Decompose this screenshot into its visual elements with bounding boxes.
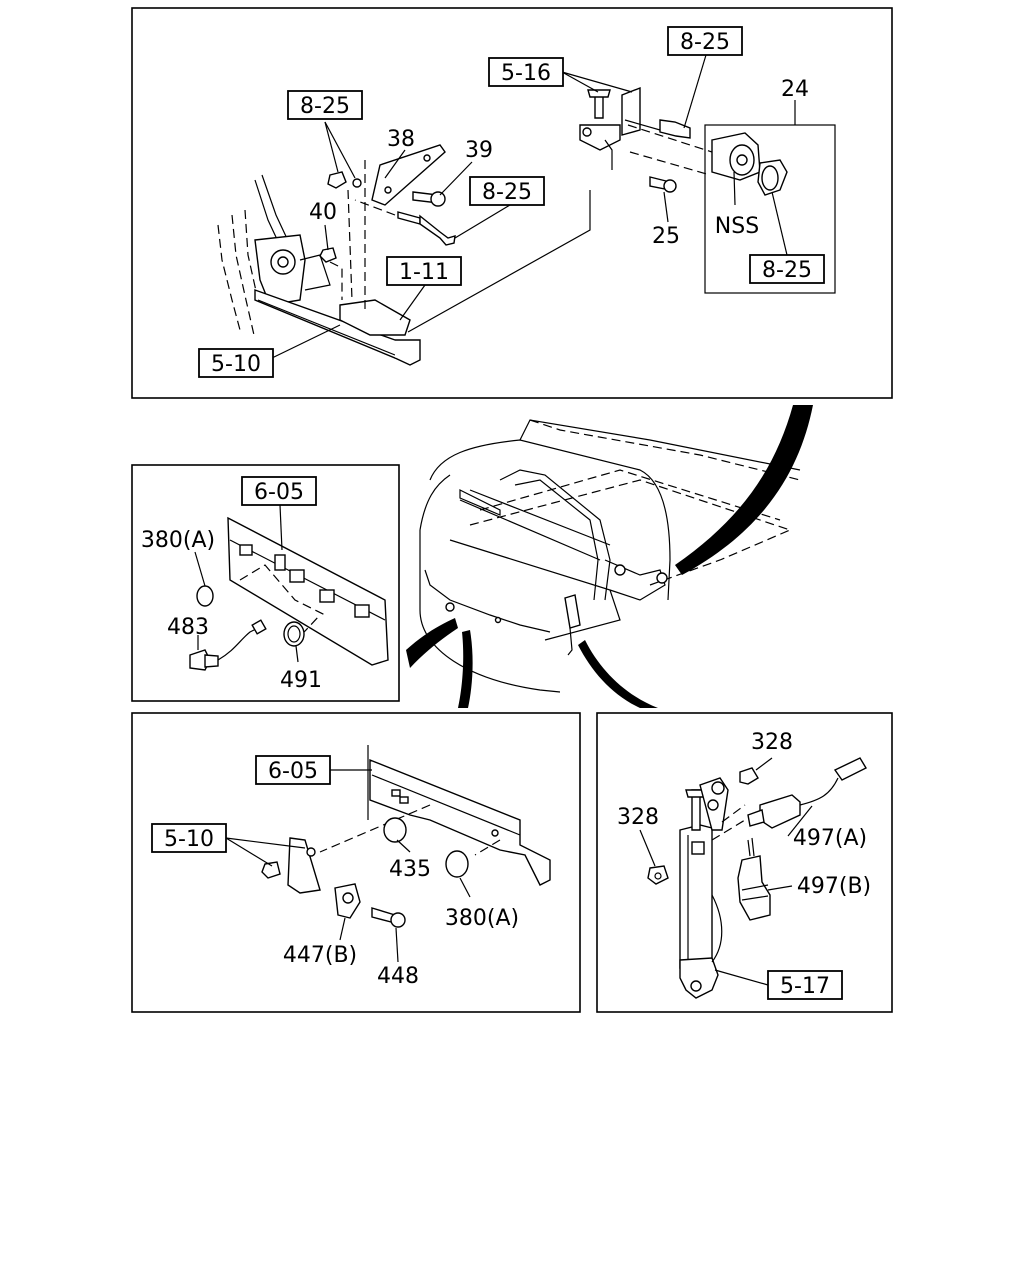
label-448: 448 (377, 964, 419, 989)
top-panel-leaders (271, 54, 796, 359)
label-497a: 497(A) (793, 826, 867, 851)
label-box-5-17: 5-17 (767, 970, 843, 1000)
middle-left-panel-drawing (189, 516, 389, 671)
label-box-8-25-mid: 8-25 (469, 176, 545, 206)
label-6-05: 6-05 (254, 480, 304, 505)
label-328: 328 (617, 805, 659, 830)
label-491: 491 (280, 668, 322, 693)
middle-left-panel-leaders (194, 504, 299, 663)
label-24: 24 (781, 77, 809, 102)
label-box-6-05-bottom: 6-05 (255, 755, 331, 785)
label-40: 40 (309, 200, 337, 225)
bottom-left-panel-drawing (261, 745, 551, 928)
truck-cab-illustration (419, 419, 801, 693)
arrow-to-middle-left-panel (406, 618, 458, 668)
bottom-left-panel-frame (131, 712, 581, 1013)
bottom-right-panel-drawing (647, 757, 867, 999)
label-5-10: 5-10 (164, 827, 214, 852)
label-435: 435 (389, 857, 431, 882)
label-box-1-11: 1-11 (386, 256, 462, 286)
label-483: 483 (167, 615, 209, 640)
label-39: 39 (465, 138, 493, 163)
label-447b: 447(B) (283, 943, 357, 968)
arrow-to-bottom-right-panel (578, 640, 658, 708)
arrow-to-top-panel (675, 405, 813, 575)
label-25: 25 (652, 224, 680, 249)
label-6-05: 6-05 (268, 759, 318, 784)
label-8-25: 8-25 (300, 94, 350, 119)
label-497b: 497(B) (797, 874, 871, 899)
bottom-left-panel-leaders (225, 769, 471, 963)
arrow-to-bottom-left-panel (458, 630, 473, 708)
label-5-16: 5-16 (501, 61, 551, 86)
label-box-6-05-mid: 6-05 (241, 476, 317, 506)
label-5-17: 5-17 (780, 974, 830, 999)
label-8-25: 8-25 (762, 258, 812, 283)
label-box-5-16: 5-16 (488, 57, 564, 87)
label-380a: 380(A) (445, 906, 519, 931)
middle-left-panel-frame (131, 464, 400, 702)
label-328: 328 (751, 730, 793, 755)
label-8-25: 8-25 (680, 30, 730, 55)
top-panel-drawing (217, 86, 836, 366)
bottom-right-panel-leaders (639, 757, 813, 986)
label-38: 38 (387, 127, 415, 152)
label-box-8-25-top-right: 8-25 (667, 26, 743, 56)
top-panel-frame (131, 7, 893, 399)
label-box-5-10-top: 5-10 (198, 348, 274, 378)
label-5-10: 5-10 (211, 352, 261, 377)
label-1-11: 1-11 (399, 260, 449, 285)
label-nss: NSS (715, 214, 759, 239)
label-box-8-25-nss: 8-25 (749, 254, 825, 284)
label-380a: 380(A) (141, 528, 215, 553)
label-8-25: 8-25 (482, 180, 532, 205)
label-box-5-10-bottom: 5-10 (151, 823, 227, 853)
bottom-right-panel-frame (596, 712, 893, 1013)
label-box-8-25-top-left: 8-25 (287, 90, 363, 120)
